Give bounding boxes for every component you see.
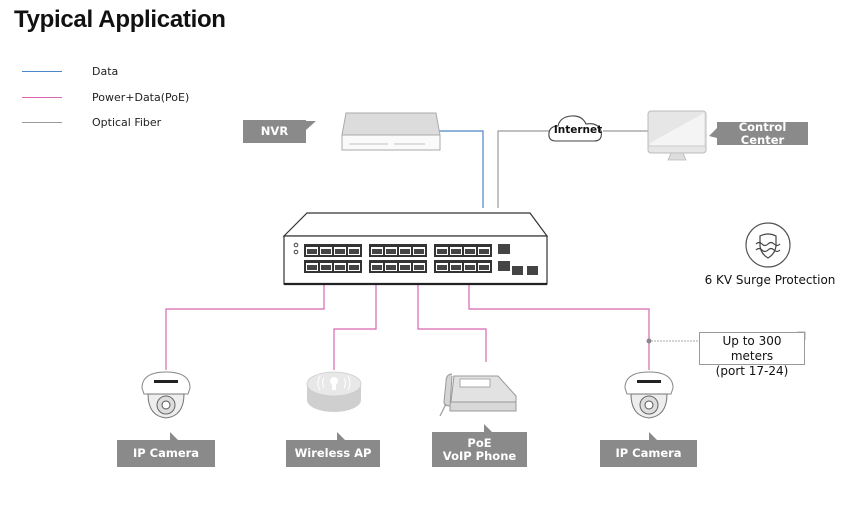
nvr-tag: NVR xyxy=(243,120,306,143)
sfp-port xyxy=(512,266,523,275)
port-block xyxy=(304,244,362,257)
port-socket xyxy=(307,265,317,270)
port-block xyxy=(369,260,427,273)
voip-tag-line1: PoE xyxy=(467,435,492,450)
link-nvr-switch xyxy=(438,130,484,208)
port-block xyxy=(434,244,492,257)
ip-camera-right-icon xyxy=(624,371,674,419)
port-socket xyxy=(400,249,410,254)
port-socket xyxy=(414,265,424,270)
legend-label: Power+Data(PoE) xyxy=(92,90,190,104)
link-switch-camera-right xyxy=(468,284,650,370)
port-socket xyxy=(321,249,331,254)
distance-note: Up to 300 meters (port 17-24) xyxy=(699,332,805,378)
port-socket xyxy=(400,265,410,270)
port-socket xyxy=(451,249,461,254)
camera-left-tag-notch xyxy=(170,432,178,440)
surge-protection-label: 6 KV Surge Protection xyxy=(704,273,836,287)
ip-camera-right-tag: IP Camera xyxy=(600,440,697,467)
legend-item-poe: Power+Data(PoE) xyxy=(22,90,189,104)
port-block xyxy=(434,260,492,273)
port-socket xyxy=(451,265,461,270)
link-switch-phone xyxy=(417,284,487,362)
wireless-ap-tag: Wireless AP xyxy=(286,440,380,467)
port-socket xyxy=(372,265,382,270)
port-socket xyxy=(349,249,359,254)
link-switch-ap xyxy=(333,284,377,370)
voip-phone-icon xyxy=(439,373,517,417)
legend-item-data: Data xyxy=(22,64,118,78)
page-title: Typical Application xyxy=(14,6,226,33)
link-switch-internet xyxy=(497,130,551,208)
phone-tag-notch xyxy=(484,424,492,432)
link-switch-camera-left xyxy=(165,284,325,370)
port-socket xyxy=(335,249,345,254)
port-socket xyxy=(349,265,359,270)
control-center-tag: Control Center xyxy=(717,120,808,146)
port-socket xyxy=(386,249,396,254)
control-tag-notch xyxy=(709,128,717,138)
internet-label: Internet xyxy=(553,124,603,136)
port-socket xyxy=(307,249,317,254)
port-socket xyxy=(321,265,331,270)
camera-right-tag-notch xyxy=(649,432,657,440)
sfp-port xyxy=(498,244,510,254)
legend-label: Optical Fiber xyxy=(92,115,162,129)
port-socket xyxy=(479,265,489,270)
port-socket xyxy=(437,249,447,254)
port-socket xyxy=(465,249,475,254)
ip-camera-left-icon xyxy=(141,371,191,419)
voip-tag-line2: VoIP Phone xyxy=(442,448,517,463)
port-socket xyxy=(386,265,396,270)
port-block xyxy=(369,244,427,257)
port-socket xyxy=(414,249,424,254)
wireless-ap-icon xyxy=(306,371,362,412)
note-line1: Up to 300 meters xyxy=(722,334,782,363)
legend-swatch-fiber xyxy=(22,121,62,123)
port-block xyxy=(304,260,362,273)
nvr-device xyxy=(341,112,441,151)
poe-switch-device xyxy=(282,212,549,286)
internet-cloud-icon xyxy=(548,115,602,142)
nvr-tag-notch xyxy=(306,121,316,130)
note-anchor-dot xyxy=(646,338,652,344)
port-socket xyxy=(437,265,447,270)
legend-item-fiber: Optical Fiber xyxy=(22,115,161,129)
note-line2: (port 17-24) xyxy=(715,364,789,378)
sfp-port xyxy=(527,266,538,275)
port-socket xyxy=(479,249,489,254)
monitor-icon xyxy=(647,110,707,161)
ip-camera-left-tag: IP Camera xyxy=(117,440,215,467)
voip-phone-tag: PoE VoIP Phone xyxy=(432,432,527,467)
port-socket xyxy=(465,265,475,270)
port-socket xyxy=(335,265,345,270)
legend-swatch-data xyxy=(22,70,62,72)
legend-swatch-poe xyxy=(22,96,62,98)
legend-label: Data xyxy=(92,64,119,78)
sfp-port xyxy=(498,261,510,271)
shield-wave-icon xyxy=(745,222,791,268)
port-socket xyxy=(372,249,382,254)
ap-tag-notch xyxy=(337,432,345,440)
